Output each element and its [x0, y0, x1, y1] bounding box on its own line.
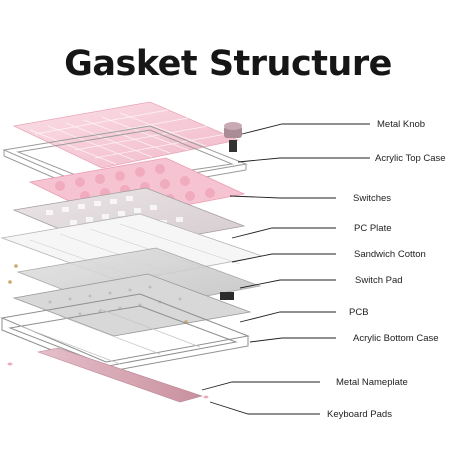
label-metal-nameplate: Metal Nameplate	[336, 377, 408, 388]
label-switches: Switches	[353, 193, 392, 204]
label-pc-plate: PC Plate	[354, 223, 392, 234]
label-sandwich-cotton: Sandwich Cotton	[354, 249, 426, 260]
page-title: Gasket Structure	[64, 44, 392, 84]
label-switch-pad: Switch Pad	[355, 275, 403, 286]
acrylic-bottom-case-part	[0, 293, 250, 373]
keyboard-pads-part	[7, 362, 209, 399]
label-pcb: PCB	[349, 307, 369, 318]
metal-knob-part	[224, 122, 242, 152]
keycaps-layer	[12, 101, 240, 169]
label-acrylic-bottom-case: Acrylic Bottom Case	[353, 333, 439, 344]
label-acrylic-top-case: Acrylic Top Case	[375, 153, 446, 164]
leader-lines	[201, 123, 370, 415]
pcb-part	[12, 273, 252, 337]
label-keyboard-pads: Keyboard Pads	[327, 409, 392, 420]
metal-nameplate-part	[36, 347, 204, 403]
label-metal-knob: Metal Knob	[377, 119, 426, 130]
